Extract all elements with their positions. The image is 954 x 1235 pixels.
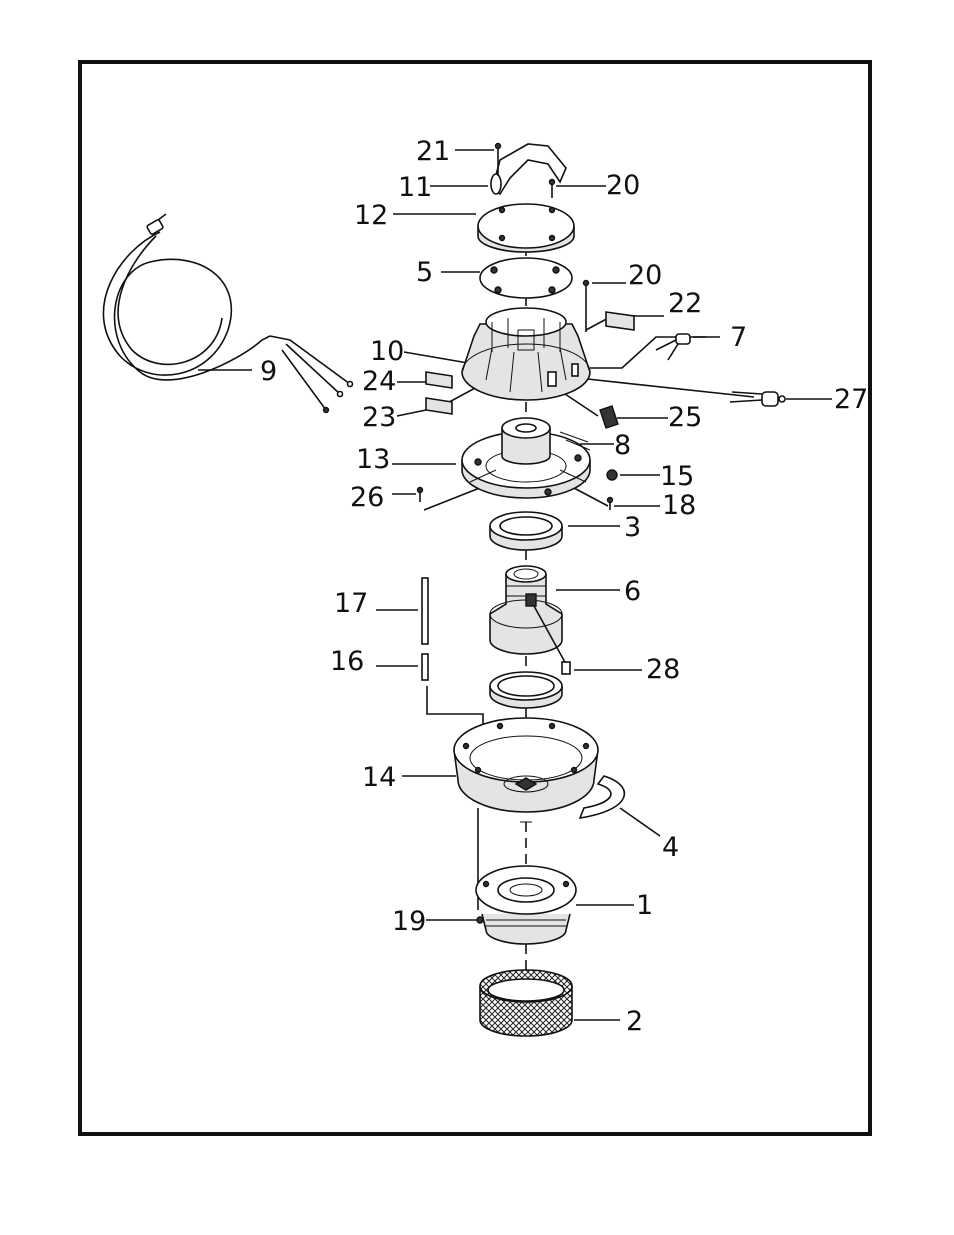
top-cover-part: [478, 204, 574, 252]
callout-26: 26: [350, 482, 384, 513]
callout-18: 18: [662, 490, 696, 521]
callout-9: 9: [260, 356, 277, 387]
screw-20-right: [584, 281, 589, 333]
screw-19: [477, 917, 483, 923]
callout-21: 21: [416, 136, 450, 167]
callout-5: 5: [416, 257, 433, 288]
bearing-part-8: [502, 418, 550, 464]
lower-housing-part: [454, 718, 598, 822]
callout-2: 2: [626, 1006, 643, 1037]
switch-part: [600, 406, 618, 428]
motor-ring: [490, 672, 562, 708]
callout-19: 19: [392, 906, 426, 937]
callout-7: 7: [730, 322, 747, 353]
callout-14: 14: [362, 762, 396, 793]
ring-part-3: [490, 512, 562, 550]
connector-part-27: [730, 392, 785, 406]
callout-27: 27: [834, 384, 868, 415]
filter-housing-part: [476, 866, 576, 944]
callout-15: 15: [660, 461, 694, 492]
mesh-filter-part: [480, 970, 572, 1036]
callout-28: 28: [646, 654, 680, 685]
callout-8: 8: [614, 430, 631, 461]
callout-22: 22: [668, 288, 702, 319]
callout-20-top: 20: [606, 170, 640, 201]
rods-17-16: [422, 578, 428, 680]
callout-20-right: 20: [628, 260, 662, 291]
callout-6: 6: [624, 576, 641, 607]
callout-11: 11: [398, 172, 432, 203]
gasket-part: [480, 258, 572, 298]
callout-24: 24: [362, 366, 396, 397]
cord-fitting-part: [656, 334, 690, 360]
callout-4: 4: [662, 832, 679, 863]
callout-23: 23: [362, 402, 396, 433]
callout-25: 25: [668, 402, 702, 433]
callout-12: 12: [354, 200, 388, 231]
callout-13: 13: [356, 444, 390, 475]
callout-16: 16: [330, 646, 364, 677]
callout-17: 17: [334, 588, 368, 619]
callout-3: 3: [624, 512, 641, 543]
handle-part: [491, 144, 566, 194]
callout-10: 10: [370, 336, 404, 367]
motor-housing-part: [462, 308, 590, 400]
power-cord-part: [103, 214, 352, 413]
callout-1: 1: [636, 890, 653, 921]
motor-part: [490, 566, 570, 674]
